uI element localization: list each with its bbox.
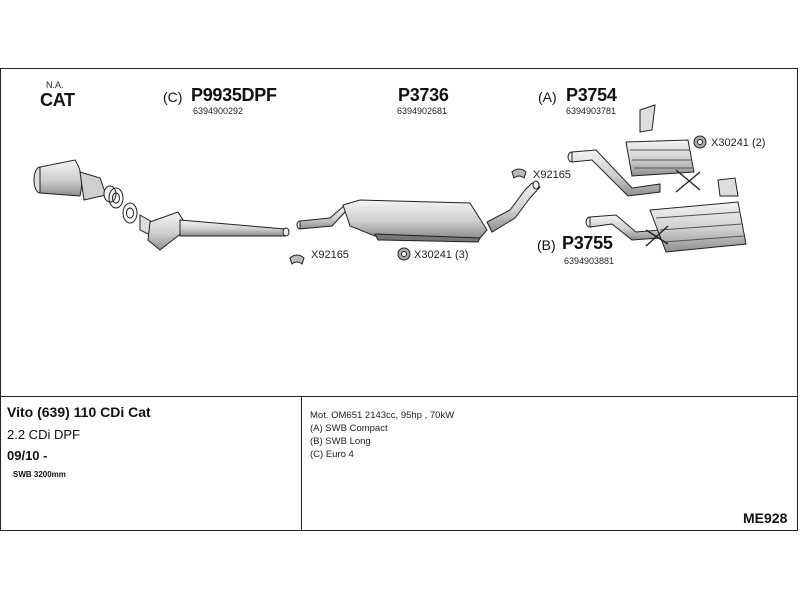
mount-rear-label[interactable]: X30241 (2) [711,137,766,149]
middle-silencer-part[interactable] [296,180,541,243]
catalytic-converter-part[interactable] [33,159,117,203]
dpf-part[interactable] [139,211,290,251]
diagram-code: ME928 [743,510,788,526]
note-variant-a: (A) SWB Compact [310,423,388,434]
clamp-mid-label[interactable]: X92165 [533,169,571,181]
dpf-part-number[interactable]: P9935DPF [191,85,277,105]
vehicle-wheelbase: SWB 3200mm [13,470,66,479]
flange-gasket-2 [122,202,138,224]
note-variant-c: (C) Euro 4 [310,449,354,460]
rear-silencer-a-part[interactable] [567,104,739,197]
flange-gasket-1 [108,187,124,209]
rear-b-part-number[interactable]: P3755 [562,233,613,253]
middle-part-number[interactable]: P3736 [398,85,449,105]
rear-a-oe-number: 6394903781 [566,106,617,116]
vehicle-year: 09/10 - [7,448,48,463]
rear-silencer-b-part[interactable] [585,201,747,253]
clamp-icon [511,168,527,179]
rubber-mount-icon [693,135,707,149]
dpf-oe-number: 6394900292 [193,106,244,116]
vehicle-engine: 2.2 CDi DPF [7,427,80,442]
middle-oe-number: 6394902681 [397,106,448,116]
note-motor: Mot. OM651 2143cc, 95hp , 70kW [310,410,455,421]
diagram-frame [0,68,798,531]
clamp-front-label[interactable]: X92165 [311,249,349,261]
note-variant-b: (B) SWB Long [310,436,371,447]
cat-label: CAT [40,90,75,110]
divider-horizontal [0,396,798,397]
cat-note: N.A. [46,80,64,90]
vehicle-model: Vito (639) 110 CDi Cat [7,404,151,420]
rear-a-variant-label: (A) [538,89,557,105]
rear-b-oe-number: 6394903881 [564,256,615,266]
mount-mid-label[interactable]: X30241 (3) [414,249,469,261]
clamp-icon [289,254,305,265]
dpf-variant-label: (C) [163,89,183,105]
rear-a-part-number[interactable]: P3754 [566,85,617,105]
rear-b-variant-label: (B) [537,237,556,253]
rubber-mount-icon [397,247,411,261]
divider-vertical [301,396,302,531]
